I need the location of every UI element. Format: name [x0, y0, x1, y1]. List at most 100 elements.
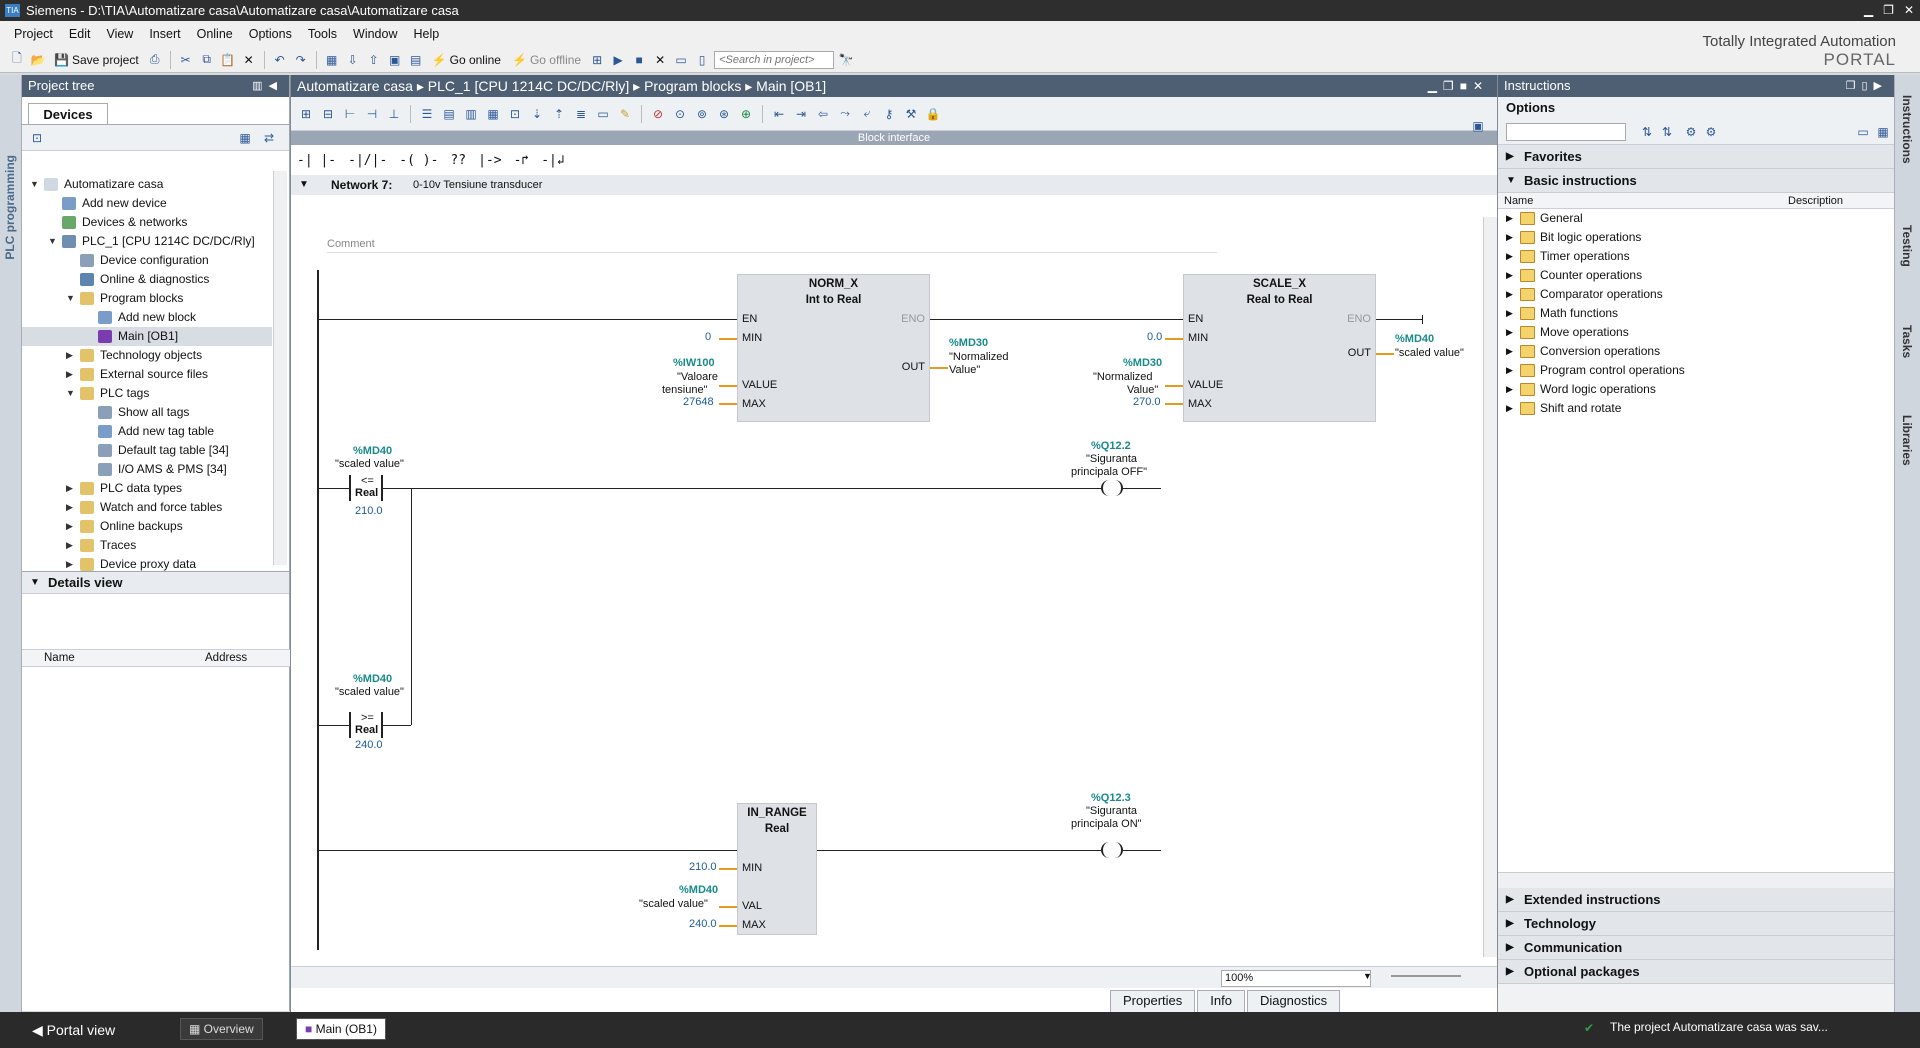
chevron-right-icon[interactable]: ▶ — [1506, 270, 1513, 280]
network-header[interactable]: ▼ Network 7: 0-10v Tensiune transducer — [291, 175, 1497, 195]
tag-info-icon[interactable]: ≣ — [575, 106, 587, 121]
tree-item[interactable]: Add new block — [22, 308, 272, 327]
go-to-error-icon[interactable]: ⊘ — [652, 106, 664, 121]
chevron-right-icon[interactable]: ▶ — [66, 369, 73, 379]
instruction-folder[interactable]: ▶Move operations — [1498, 323, 1894, 342]
open-all-networks-icon[interactable]: ☰ — [421, 106, 433, 121]
norm-x-max-value[interactable]: 27648 — [683, 396, 714, 408]
monitoring-icon[interactable]: ⊕ — [740, 106, 752, 121]
tree-item[interactable]: ▶PLC data types — [22, 479, 272, 498]
print-icon[interactable]: ⎙ — [149, 52, 160, 66]
chevron-right-icon[interactable]: ▶ — [1506, 213, 1513, 223]
tree-item[interactable]: Main [OB1] — [22, 327, 272, 346]
overview-icon[interactable]: ▦ — [239, 131, 251, 145]
menu-help[interactable]: Help — [413, 27, 440, 41]
network-title[interactable]: 0-10v Tensiune transducer — [413, 179, 543, 191]
instruction-folder[interactable]: ▶Comparator operations — [1498, 285, 1894, 304]
coil-icon[interactable]: -( )- — [399, 152, 439, 168]
compile-icon[interactable]: ▦ — [325, 52, 338, 67]
tree-item[interactable]: ▶Online backups — [22, 517, 272, 536]
search-input[interactable] — [714, 50, 835, 69]
norm-x-block[interactable]: NORM_X Int to Real EN ENO MIN OUT VALUE … — [737, 274, 930, 422]
menu-insert[interactable]: Insert — [149, 27, 181, 41]
norm-x-out-tag[interactable]: %MD30 — [949, 337, 989, 349]
tab-instructions[interactable]: Instructions — [1900, 95, 1914, 164]
open-branch-icon[interactable]: |-> — [478, 152, 502, 168]
portal-view-button[interactable]: ◀ Portal view — [0, 1012, 180, 1048]
coil-siguranta-on-tag[interactable]: %Q12.3 — [1091, 792, 1131, 804]
upload-icon[interactable]: ⇧ — [368, 52, 379, 67]
tree-item[interactable]: ▼PLC tags — [22, 384, 272, 403]
compare-le-tag[interactable]: %MD40 — [353, 445, 393, 457]
no-contact-icon[interactable]: -| |- — [297, 152, 337, 168]
instruction-folder[interactable]: ▶Shift and rotate — [1498, 399, 1894, 418]
scale-x-max-value[interactable]: 270.0 — [1133, 396, 1161, 408]
collapse-panel-icon[interactable]: ▥◀ — [252, 80, 283, 92]
tree-item[interactable]: Add new device — [22, 194, 272, 213]
filter-icon[interactable]: ⇅ — [1641, 125, 1653, 139]
zoom-select[interactable]: 100% — [1221, 970, 1371, 987]
compare-ge-value[interactable]: 240.0 — [355, 739, 383, 751]
tree-item[interactable]: Device configuration — [22, 251, 272, 270]
collapse-icon[interactable]: ⇡ — [553, 106, 565, 121]
tree-item[interactable]: Devices & networks — [22, 213, 272, 232]
instruction-folder[interactable]: ▶Math functions — [1498, 304, 1894, 323]
chevron-right-icon[interactable]: ▶ — [1506, 403, 1513, 413]
compare-ge-contact[interactable]: >= Real — [349, 712, 383, 738]
interface-icon[interactable]: ▭ — [597, 106, 609, 121]
tree-options-icon[interactable]: ⊡ — [31, 131, 43, 145]
breadcrumb-project[interactable]: Automatizare casa — [297, 78, 413, 94]
column-name[interactable]: Name — [1504, 195, 1534, 207]
download-icon[interactable]: ⇩ — [347, 52, 358, 67]
accessible-devices-icon[interactable]: ⊞ — [592, 52, 603, 67]
chevron-right-icon[interactable]: ▶ — [1506, 346, 1513, 356]
insert-branch-icon[interactable]: ⊢ — [344, 106, 356, 121]
cross-reference-icon[interactable]: ✕ — [655, 52, 666, 67]
tree-item[interactable]: I/O AMS & PMS [34] — [22, 460, 272, 479]
chevron-right-icon[interactable]: ▶ — [66, 483, 73, 493]
column-description[interactable]: Description — [1788, 195, 1844, 207]
chevron-right-icon[interactable]: ▶ — [66, 521, 73, 531]
options-icon[interactable]: ⚙ — [1685, 125, 1697, 139]
chevron-right-icon[interactable]: ▶ — [1506, 289, 1513, 299]
delete-network-icon[interactable]: ⊟ — [322, 106, 334, 121]
tab-tasks[interactable]: Tasks — [1900, 325, 1914, 359]
in-range-val-tag[interactable]: %MD40 — [679, 884, 719, 896]
tab-testing[interactable]: Testing — [1900, 225, 1914, 267]
scale-x-value-tag[interactable]: %MD30 — [1123, 357, 1163, 369]
section-technology[interactable]: ▶Technology — [1498, 912, 1894, 936]
chevron-right-icon[interactable]: ▶ — [1506, 365, 1513, 375]
tab-info[interactable]: Info — [1197, 990, 1245, 1012]
tree-item[interactable]: Add new tag table — [22, 422, 272, 441]
network-comments-icon[interactable]: ▥ — [465, 106, 477, 121]
favorites-icon[interactable]: ▦ — [487, 106, 499, 121]
filter2-icon[interactable]: ⇅ — [1661, 125, 1673, 139]
panel-controls-icon[interactable]: ❐▯▶ — [1845, 80, 1888, 92]
new-project-icon[interactable]: 🗋 — [12, 51, 22, 65]
nc-contact-icon[interactable]: -|/|- — [348, 152, 388, 168]
grid-view-icon[interactable]: ▦ — [1877, 125, 1889, 139]
delete-icon[interactable]: ✕ — [243, 52, 254, 67]
tree-item[interactable]: ▶Technology objects — [22, 346, 272, 365]
close-branch-tool-icon[interactable]: -↱ — [513, 152, 530, 168]
tree-item[interactable]: Default tag table [34] — [22, 441, 272, 460]
chevron-down-icon[interactable]: ▼ — [66, 293, 75, 303]
search-go-icon[interactable]: 🔭 — [838, 52, 854, 67]
chevron-down-icon[interactable]: ▼ — [66, 388, 75, 398]
next-error-icon[interactable]: ⊙ — [674, 106, 686, 121]
minimize-button[interactable]: ▁ — [1863, 3, 1874, 17]
tool-lock-icon[interactable]: 🔒 — [925, 106, 941, 121]
menu-tools[interactable]: Tools — [307, 27, 338, 41]
instruction-folder[interactable]: ▶Counter operations — [1498, 266, 1894, 285]
tree-item[interactable]: ▶External source files — [22, 365, 272, 384]
tree-item[interactable]: Online & diagnostics — [22, 270, 272, 289]
coil-siguranta-on[interactable] — [1101, 842, 1123, 858]
coil-siguranta-off[interactable] — [1101, 480, 1123, 496]
undo-icon[interactable]: ↶ — [274, 52, 285, 67]
return-icon[interactable]: ⤶ — [863, 106, 871, 120]
rung-icon[interactable]: ⊥ — [388, 106, 400, 121]
save-project-button[interactable]: 💾Save project — [50, 53, 143, 67]
instructions-hscrollbar[interactable] — [1498, 872, 1895, 888]
connection-icon[interactable]: -|↲ — [541, 152, 565, 168]
prev-error-icon[interactable]: ⊚ — [696, 106, 708, 121]
